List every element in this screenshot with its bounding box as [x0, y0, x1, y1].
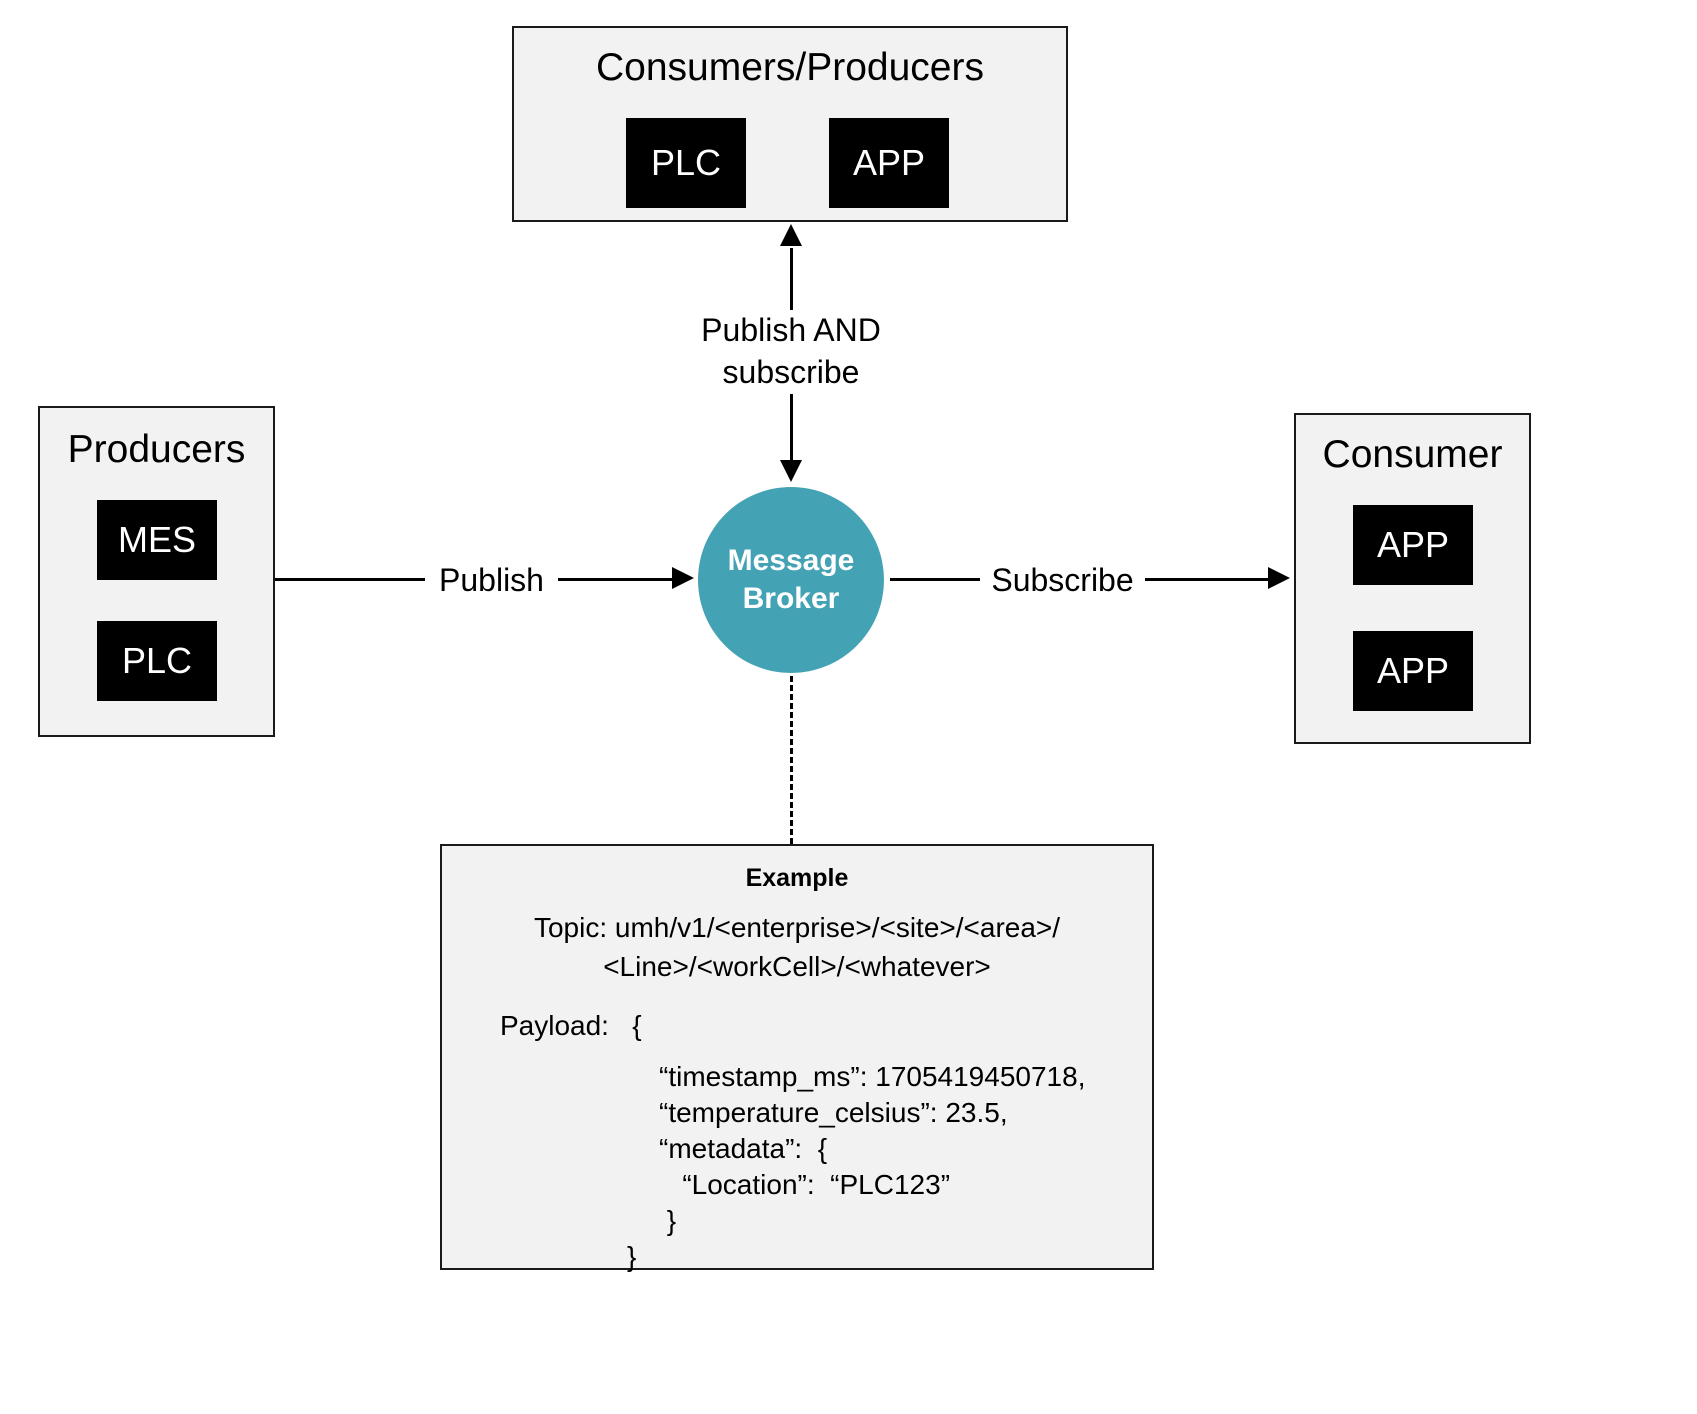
edge-publish-subscribe-up-shaft — [790, 248, 793, 314]
edge-publish-subscribe-up-arrowhead — [780, 224, 802, 246]
group-consumers-producers: Consumers/Producers PLC APP — [512, 26, 1068, 222]
example-payload-close: } — [627, 1241, 637, 1272]
node-consumer-app-1[interactable]: APP — [1353, 505, 1473, 585]
edge-publish-subscribe-down-shaft — [790, 394, 793, 462]
broker-label-line1: Message — [727, 543, 855, 577]
example-panel: Example Topic: umh/v1/<enterprise>/<site… — [440, 844, 1154, 1272]
edge-label-publish-and-subscribe-line2: subscribe — [660, 352, 922, 392]
group-consumer-title: Consumer — [1322, 433, 1503, 476]
edge-publish-segment-left — [275, 578, 425, 581]
edge-publish-segment-right — [558, 578, 674, 581]
edge-publish-arrowhead — [672, 567, 694, 589]
example-payload-line-5: } — [659, 1205, 677, 1236]
message-broker-node[interactable]: Message Broker — [698, 487, 884, 673]
node-label: PLC — [121, 640, 193, 681]
edge-subscribe-arrowhead — [1268, 567, 1290, 589]
node-producers-plc[interactable]: PLC — [97, 621, 217, 701]
node-consumer-app-2[interactable]: APP — [1353, 631, 1473, 711]
example-panel-title: Example — [745, 864, 849, 892]
edge-subscribe-segment-left — [890, 578, 980, 581]
group-consumer: Consumer APP APP — [1294, 413, 1531, 744]
node-label: PLC — [650, 142, 722, 183]
example-payload-line-1: “timestamp_ms”: 1705419450718, — [659, 1061, 1086, 1092]
edge-label-subscribe: Subscribe — [980, 560, 1145, 600]
example-topic-line-1: Topic: umh/v1/<enterprise>/<site>/<area>… — [533, 912, 1061, 943]
node-consumers-producers-plc[interactable]: PLC — [626, 118, 746, 208]
group-consumers-producers-title: Consumers/Producers — [596, 46, 984, 89]
edge-label-publish: Publish — [425, 560, 558, 600]
node-label: APP — [1376, 524, 1450, 565]
node-consumers-producers-app[interactable]: APP — [829, 118, 949, 208]
example-topic-line-2: <Line>/<workCell>/<whatever> — [603, 951, 991, 982]
edge-subscribe-segment-right — [1145, 578, 1270, 581]
node-producers-mes[interactable]: MES — [97, 500, 217, 580]
edge-publish-subscribe-down-arrowhead — [780, 460, 802, 482]
node-label: APP — [1376, 650, 1450, 691]
group-producers-title: Producers — [67, 428, 246, 471]
example-payload-open: Payload: { — [500, 1010, 642, 1041]
edge-label-publish-and-subscribe-line1: Publish AND — [660, 310, 922, 350]
example-payload-line-2: “temperature_celsius”: 23.5, — [659, 1097, 1008, 1128]
broker-label-line2: Broker — [742, 582, 840, 615]
connector-broker-to-example — [790, 676, 793, 844]
group-producers: Producers MES PLC — [38, 406, 275, 737]
node-label: APP — [852, 142, 926, 183]
example-payload-line-4: “Location”: “PLC123” — [659, 1169, 951, 1200]
node-label: MES — [117, 519, 196, 560]
example-payload-line-3: “metadata”: { — [659, 1133, 828, 1164]
